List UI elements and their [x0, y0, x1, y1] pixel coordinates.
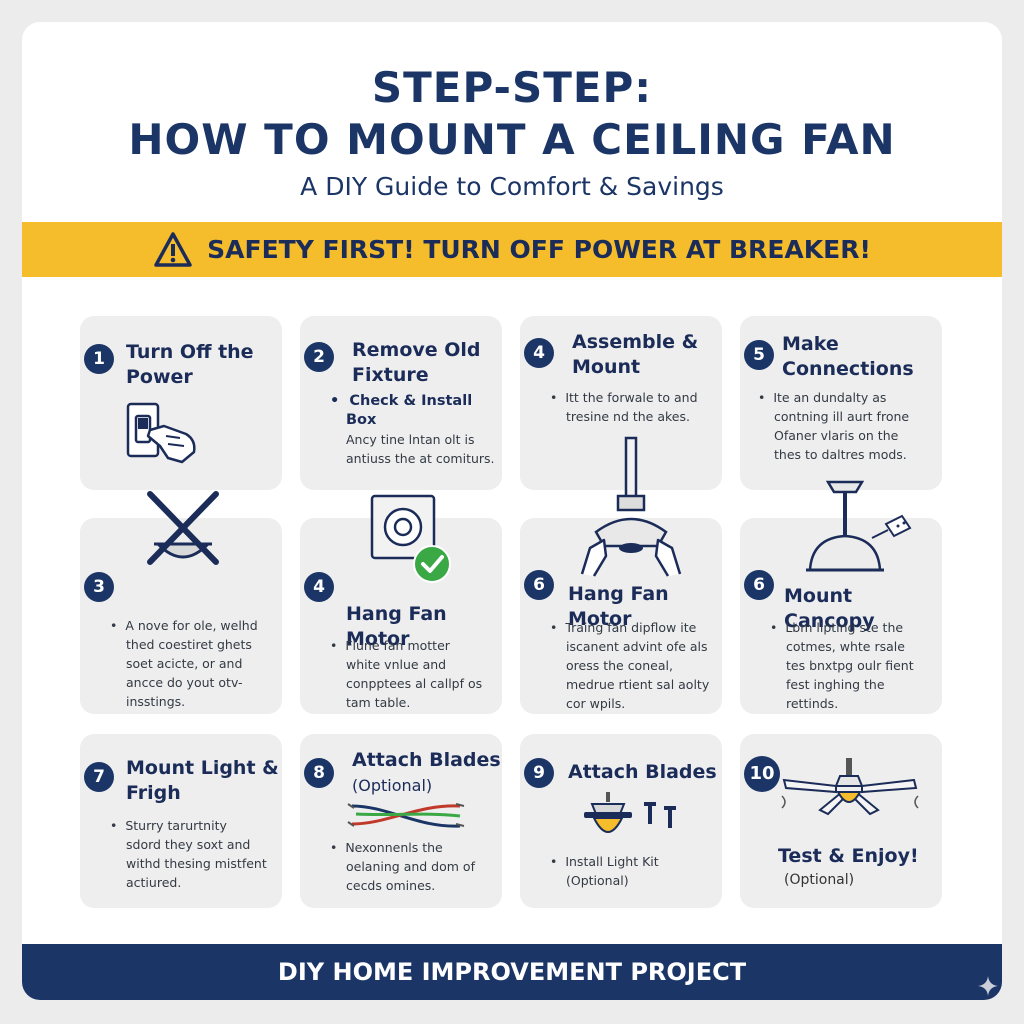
- fan-motor-hands-icon: [580, 436, 682, 577]
- step-card-5: 5 Make Connections • Ite an dundalty as …: [740, 316, 942, 490]
- step-card-2: 2 Remove Old Fixture • Check & Install B…: [300, 316, 502, 490]
- title-line-2: HOW TO MOUNT A CEILING FAN: [128, 115, 896, 164]
- step-title: Hang Fan Motor: [568, 583, 669, 630]
- step-body: • Sturry tarurtnity sdord they soxt and …: [110, 818, 267, 890]
- step-number: 4: [304, 572, 334, 602]
- step-card-1: 1 Turn Off the Power: [80, 316, 282, 490]
- step-title-note: (Optional): [784, 872, 855, 888]
- step-body: • A nove for ole, welhd thed coestiret g…: [110, 618, 258, 709]
- warning-icon: [154, 231, 192, 267]
- step-title: Assemble & Mount: [572, 331, 699, 378]
- step-body: • Lbm lipting ste the cotmes, whte rsale…: [770, 620, 914, 711]
- step-body: • Install Light Kit (Optional): [550, 854, 659, 888]
- subtitle: A DIY Guide to Comfort & Savings: [300, 172, 724, 201]
- step-title: Turn Off the Power: [126, 341, 254, 388]
- light-switch-hand-icon: [126, 402, 196, 464]
- step-number: 8: [304, 758, 334, 788]
- canopy-lamp-icon: [806, 480, 912, 572]
- step-title: Test & Enjoy!: [778, 845, 919, 867]
- step-title: Mount Light & Frigh: [126, 757, 279, 804]
- step-number: 1: [84, 344, 114, 374]
- step-body: • Ite an dundalty as contning ill aurt f…: [758, 390, 910, 462]
- light-kit-screws-icon: [584, 792, 676, 833]
- step-number: 10: [744, 756, 780, 792]
- step-number: 7: [84, 762, 114, 792]
- step-card-8: 8 Attach Blades (Optional) • Nexonnenls …: [300, 734, 502, 908]
- step-number: 4: [524, 338, 554, 368]
- wires-icon: [347, 803, 465, 828]
- electrical-box-check-icon: [370, 494, 451, 583]
- step-card-9: 9 Attach Blades • Install Light Kit (Opt…: [520, 734, 722, 908]
- step-title: Make Connections: [782, 333, 914, 380]
- safety-banner: SAFETY FIRST! TURN OFF POWER AT BREAKER!: [22, 222, 1002, 277]
- step-card-7: 7 Mount Light & Frigh • Sturry tarurtnit…: [80, 734, 282, 908]
- ceiling-fan-icon: [781, 758, 919, 816]
- step-card-4b: 4 Hang Fan Motor • Flune fan motter whit…: [300, 518, 502, 714]
- step-number: 3: [84, 572, 114, 602]
- step-title: Attach Blades: [568, 761, 717, 783]
- title-line-1: STEP-STEP:: [371, 63, 653, 112]
- step-body: • Nexonnenls the oelaning and dom of cec…: [330, 840, 475, 893]
- step-card-10: 10 Test & Enjoy! (Optional): [740, 734, 942, 908]
- step-card-4a: 4 Assemble & Mount • Itt the forwale to …: [520, 316, 722, 490]
- step-title: Remove Old Fixture: [352, 339, 481, 386]
- step-body: • Traing fan dipflow ite iscanent advint…: [550, 620, 710, 711]
- step-number: 6: [744, 570, 774, 600]
- step-body: • Itt the forwale to and tresine nd the …: [550, 390, 698, 424]
- step-number: 2: [304, 342, 334, 372]
- step-title: Attach Blades (Optional): [352, 749, 501, 795]
- footer: DIY HOME IMPROVEMENT PROJECT: [22, 944, 1002, 1000]
- step-title: Hang Fan Motor: [346, 603, 447, 650]
- step-number: 5: [744, 340, 774, 370]
- step-number: 9: [524, 758, 554, 788]
- step-body: • Flune fan motter white vnlue and conpp…: [330, 638, 483, 710]
- crossed-fixture-icon: [147, 491, 219, 565]
- step-body: • Check & Install Box Ancy tine lntan ol…: [330, 393, 495, 466]
- step-title: Mount Cancopy: [784, 585, 875, 632]
- sparkle-icon: [978, 976, 998, 996]
- step-number: 6: [524, 570, 554, 600]
- infographic-sheet: STEP-STEP: HOW TO MOUNT A CEILING FAN A …: [22, 22, 1002, 1000]
- safety-banner-text: SAFETY FIRST! TURN OFF POWER AT BREAKER!: [207, 235, 871, 264]
